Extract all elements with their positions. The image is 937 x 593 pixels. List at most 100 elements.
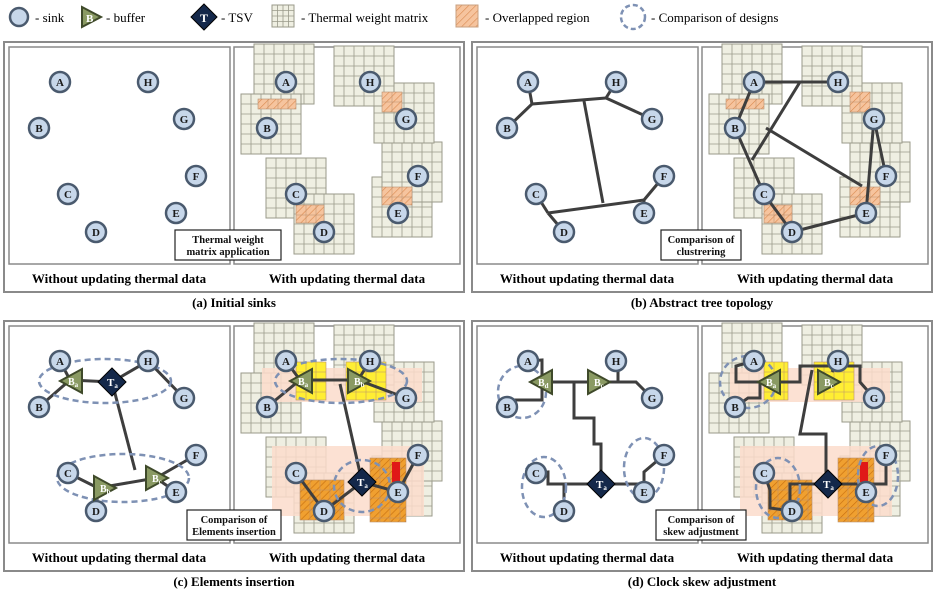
buffer-subscript: a <box>773 382 777 390</box>
sink-icon <box>874 443 898 467</box>
sink-icon <box>406 164 430 188</box>
sink-label: G <box>180 114 189 126</box>
panel-a-frame <box>3 41 465 293</box>
sink-E: E <box>386 201 410 225</box>
sink-icon <box>56 461 80 485</box>
legend: - sink B - buffer T - TSV - Thermal weig… <box>8 3 778 31</box>
sink-E: E <box>854 201 878 225</box>
sink-B: B <box>495 116 519 140</box>
note-line: Comparison of <box>668 515 735 526</box>
sink-C: C <box>56 182 80 206</box>
legend-compare-label: - Comparison of designs <box>651 10 778 25</box>
note-line: Comparison of <box>668 235 735 246</box>
sink-icon <box>358 349 382 373</box>
sink-G: G <box>862 386 886 410</box>
buffer-subscript: a <box>75 381 79 389</box>
sink-label: F <box>661 450 668 462</box>
tsv-icon <box>586 469 616 499</box>
sink-icon <box>723 395 747 419</box>
sink-label: C <box>532 189 540 201</box>
overlap-grid-lines <box>382 187 412 205</box>
compare-circle-bottom <box>55 452 191 504</box>
sink-D: D <box>552 499 576 523</box>
panel-d-right-label: With updating thermal data <box>737 550 894 565</box>
sink-icon <box>284 182 308 206</box>
panel-b-left-box <box>476 46 699 265</box>
wire-diag-2 <box>765 126 863 188</box>
sink-A: A <box>274 349 298 373</box>
wire-bottom-trunk <box>547 198 645 215</box>
sink-label: H <box>144 356 153 368</box>
sink-label: B <box>263 123 271 135</box>
legend-overlap-label: - Overlapped region <box>485 10 590 25</box>
sink-icon <box>172 386 196 410</box>
legend-buffer-label: - buffer <box>106 10 146 25</box>
dashed-circle-icon <box>619 3 647 31</box>
panel-a-left-label: Without updating thermal data <box>32 271 207 286</box>
sink-label: F <box>193 450 200 462</box>
sink-A: A <box>516 349 540 373</box>
buffer-label: Bc <box>824 378 834 390</box>
sink-E: E <box>164 201 188 225</box>
note-line: Comparison of <box>201 515 268 526</box>
sink-label: B <box>35 402 43 414</box>
sink-label: A <box>282 77 290 89</box>
note-line: matrix application <box>186 247 269 258</box>
legend-grid-label: - Thermal weight matrix <box>301 10 429 25</box>
sink-A: A <box>274 70 298 94</box>
buffer-Ba: Ba <box>57 367 83 395</box>
note-line: Thermal weight <box>192 235 264 246</box>
sink-label: G <box>402 114 411 126</box>
panel-b-frame <box>471 41 933 293</box>
panel-c-right-label: With updating thermal data <box>269 550 426 565</box>
sink-icon <box>394 386 418 410</box>
wire-vertical <box>572 382 603 484</box>
sink-G: G <box>640 386 664 410</box>
sink-icon <box>826 70 850 94</box>
sink-label: B <box>731 123 739 135</box>
sink-B: B <box>255 395 279 419</box>
tsv-Ta: Ta <box>97 367 127 397</box>
tsv-label: Ta <box>107 377 118 390</box>
sink-label: A <box>56 356 64 368</box>
compare-circle-top <box>273 357 409 405</box>
overlap-grid-lines <box>267 99 289 109</box>
tsv-Ta: Ta <box>347 467 377 497</box>
sink-C: C <box>284 182 308 206</box>
panel-c-caption: (c) Elements insertion <box>173 574 295 589</box>
wire-vertical <box>338 383 364 483</box>
buffer-icon <box>287 367 313 395</box>
sink-A: A <box>48 349 72 373</box>
sink-label: H <box>366 77 375 89</box>
tsv-icon <box>813 469 843 499</box>
sink-icon <box>386 201 410 225</box>
note-line: Elements insertion <box>192 527 276 538</box>
buffer-subscript: b <box>361 381 365 389</box>
sink-F: F <box>874 443 898 467</box>
buffer-Bc: Bc <box>587 368 613 396</box>
panel-d-left-label: Without updating thermal data <box>500 550 675 565</box>
sink-icon <box>552 220 576 244</box>
sink-E: E <box>632 480 656 504</box>
sink-label: E <box>862 487 869 499</box>
sink-icon <box>632 480 656 504</box>
sink-icon <box>56 182 80 206</box>
sink-F: F <box>652 164 676 188</box>
sink-icon <box>27 395 51 419</box>
sink-label: E <box>862 208 869 220</box>
buffer-subscript: b <box>107 488 111 496</box>
tsv-label: Ta <box>596 479 607 492</box>
buffer-icon <box>347 367 373 395</box>
sink-label: A <box>524 356 532 368</box>
sink-label: B <box>35 123 43 135</box>
sink-icon <box>255 116 279 140</box>
sink-H: H <box>826 349 850 373</box>
buffer-Ba: Ba <box>287 367 313 395</box>
overlap-grid-lines <box>850 92 870 112</box>
sink-icon <box>84 499 108 523</box>
sink-icon <box>516 70 540 94</box>
compare-circle-B <box>496 364 548 420</box>
